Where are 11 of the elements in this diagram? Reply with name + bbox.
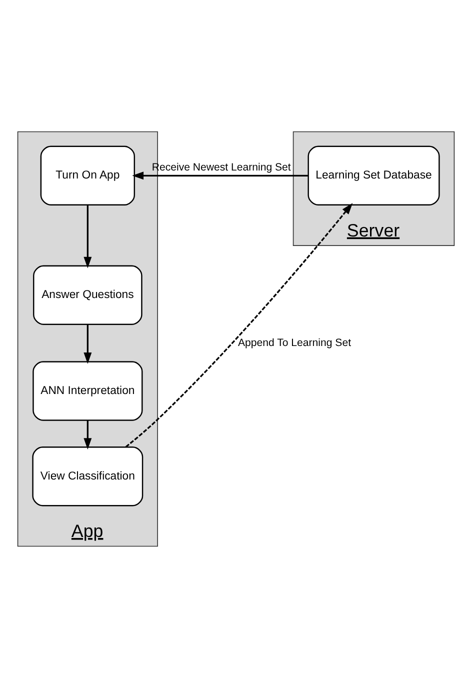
arrow [84, 324, 92, 364]
arrow [132, 172, 308, 180]
arrow [84, 420, 92, 450]
node-box: Learning Set Database [308, 146, 440, 206]
node-box: View Classification [32, 446, 144, 506]
edge-label: Append To Learning Set [238, 336, 352, 349]
node-box: Turn On App [40, 146, 136, 206]
arrow [125, 202, 353, 448]
node-box: ANN Interpretation [32, 361, 143, 421]
node-box: Answer Questions [33, 265, 142, 325]
arrow [84, 204, 92, 268]
